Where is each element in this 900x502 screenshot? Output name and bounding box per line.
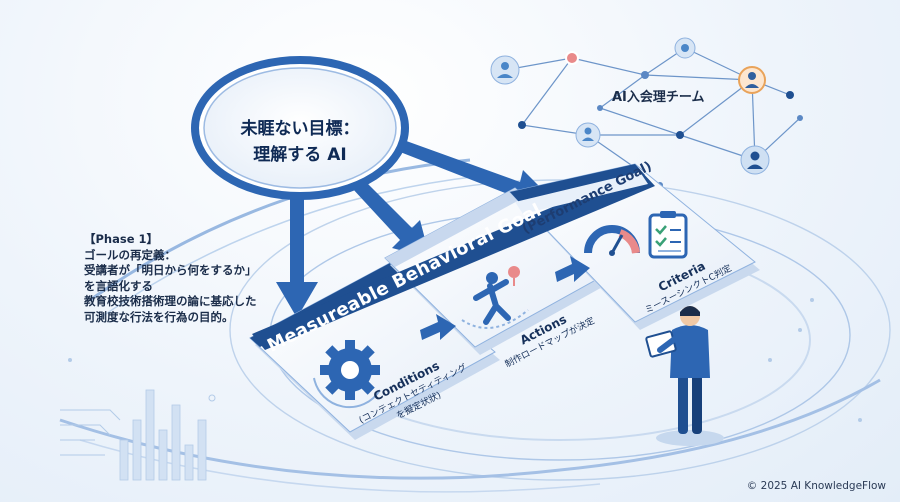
arrow-actions-to-criteria (555, 256, 590, 282)
phase-title: 【Phase 1】 (84, 232, 159, 246)
phase-line: 受講者が「明日から何をするか」 (84, 263, 257, 278)
phase-line: ゴールの再定義： (84, 247, 176, 262)
arrow-to-actions (352, 178, 430, 258)
team-label: AI入会理チーム (612, 90, 705, 105)
phase-line: を言語化する (84, 278, 153, 293)
decorative-bar-chart (119, 389, 207, 481)
gauge-icon (584, 225, 640, 256)
checklist-icon (648, 211, 688, 259)
decorative-dots (68, 298, 862, 422)
phase-line: 教育校技術搭術理の論に基応した (84, 294, 257, 309)
arrow-to-conditions (276, 160, 318, 318)
network-nodes (490, 37, 803, 188)
running-person-icon (461, 266, 529, 329)
decorative-circuit-lines (60, 394, 216, 456)
person-with-tablet-illustration (645, 306, 724, 446)
banner-band (252, 170, 655, 350)
phase-line: 可測度な行法を行為の目的。 (84, 309, 234, 324)
goal-line-2: 理解する AI (253, 145, 347, 165)
goal-line-1: 未睚ない目標： (240, 119, 360, 139)
banner-band-secondary (515, 172, 648, 214)
arrow-conditions-to-actions (420, 314, 456, 340)
copyright: © 2025 AI KnowledgeFlow (746, 480, 886, 492)
goal-bubble-text: 未睚ない目標： 理解する AI (205, 116, 395, 168)
gear-icon (313, 340, 381, 409)
goal-bubble (191, 56, 409, 200)
phase-note: 【Phase 1】 ゴールの再定義： 受講者が「明日から何をするか」 を言語化す… (84, 232, 304, 326)
